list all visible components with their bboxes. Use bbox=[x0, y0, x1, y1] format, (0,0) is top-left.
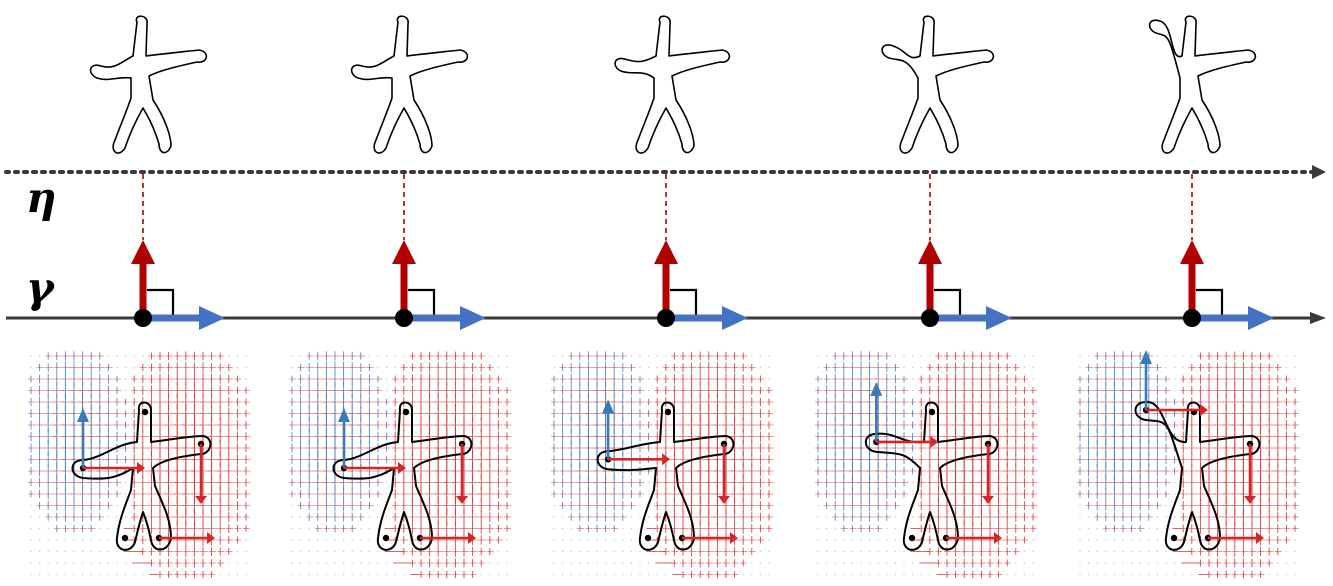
frame-5 bbox=[1077, 15, 1300, 579]
red-foot-arrow-head bbox=[1256, 532, 1264, 544]
gamma-axis-arrowhead bbox=[1310, 312, 1326, 324]
red-hand-arrow-head bbox=[195, 496, 207, 504]
right-angle-mark bbox=[670, 288, 698, 316]
shape-silhouette bbox=[614, 15, 731, 154]
red-hand-arrow-head bbox=[982, 496, 994, 504]
red-arm-arrow-head bbox=[398, 462, 406, 474]
red-arm-arrow-head bbox=[1200, 404, 1208, 416]
curve-point bbox=[134, 309, 152, 327]
figure-outline bbox=[332, 401, 473, 551]
landmark-point bbox=[141, 408, 149, 416]
landmark-point bbox=[1170, 534, 1178, 542]
normal-arrow-head bbox=[131, 240, 155, 264]
red-arm-arrow-head bbox=[662, 453, 671, 466]
figure-outline bbox=[1134, 400, 1261, 551]
red-arm-arrow-head bbox=[930, 435, 939, 448]
normal-arrow-head bbox=[1180, 240, 1204, 264]
blue-arrow-head bbox=[870, 381, 883, 396]
figure-outline bbox=[71, 401, 212, 551]
red-arm-arrow-head bbox=[137, 462, 145, 474]
right-angle-mark bbox=[408, 288, 436, 316]
normal-arrow-head bbox=[654, 240, 678, 264]
curve-point bbox=[1183, 309, 1201, 327]
frame-4 bbox=[815, 15, 1038, 579]
tangent-arrow-head bbox=[986, 306, 1012, 330]
right-angle-mark bbox=[934, 288, 962, 316]
figure-outline bbox=[864, 401, 999, 551]
tangent-arrow-head bbox=[460, 306, 486, 330]
shape-silhouette bbox=[881, 15, 995, 154]
normal-arrow-head bbox=[392, 240, 416, 264]
landmark-point bbox=[402, 408, 410, 416]
landmark-point bbox=[644, 534, 652, 542]
gamma-label: γ bbox=[26, 263, 56, 312]
figure-outline bbox=[596, 401, 735, 551]
red-hand-arrow-head bbox=[1244, 496, 1256, 504]
curve-point bbox=[395, 309, 413, 327]
tangent-arrow-head bbox=[722, 306, 748, 330]
shape-silhouette bbox=[89, 15, 208, 154]
frame-1 bbox=[28, 15, 251, 579]
tangent-arrow-head bbox=[199, 306, 225, 330]
curve-point bbox=[921, 309, 939, 327]
normal-arrow-head bbox=[918, 240, 942, 264]
vector-field bbox=[289, 351, 512, 579]
vector-field bbox=[815, 351, 1038, 579]
shape-silhouette bbox=[1148, 15, 1257, 154]
red-foot-arrow-head bbox=[207, 532, 215, 544]
right-angle-mark bbox=[1196, 288, 1224, 316]
shape-silhouette bbox=[350, 15, 469, 154]
blue-arrow-head bbox=[77, 408, 89, 422]
landmark-point bbox=[664, 408, 672, 416]
red-foot-arrow-head bbox=[730, 532, 738, 544]
curve-point bbox=[657, 309, 675, 327]
red-foot-arrow-head bbox=[994, 532, 1002, 544]
blue-arrow-head bbox=[338, 408, 350, 422]
eta-label: η bbox=[26, 173, 57, 222]
frame-2 bbox=[289, 15, 512, 579]
vector-field bbox=[1077, 351, 1300, 579]
tangent-arrow-head bbox=[1248, 306, 1274, 330]
landmark-point bbox=[908, 534, 916, 542]
red-foot-arrow-head bbox=[468, 532, 476, 544]
blue-arrow-head bbox=[602, 399, 615, 414]
landmark-point bbox=[928, 408, 936, 416]
frames-group bbox=[28, 15, 1300, 579]
frame-3 bbox=[551, 15, 774, 579]
landmark-point bbox=[382, 534, 390, 542]
eta-axis-arrowhead bbox=[1312, 165, 1326, 179]
right-angle-mark bbox=[147, 288, 175, 316]
blue-arrow-head bbox=[1140, 350, 1152, 364]
landmark-point bbox=[121, 534, 129, 542]
vector-field bbox=[551, 351, 774, 579]
red-hand-arrow-head bbox=[456, 496, 468, 504]
red-hand-arrow-head bbox=[718, 496, 730, 504]
